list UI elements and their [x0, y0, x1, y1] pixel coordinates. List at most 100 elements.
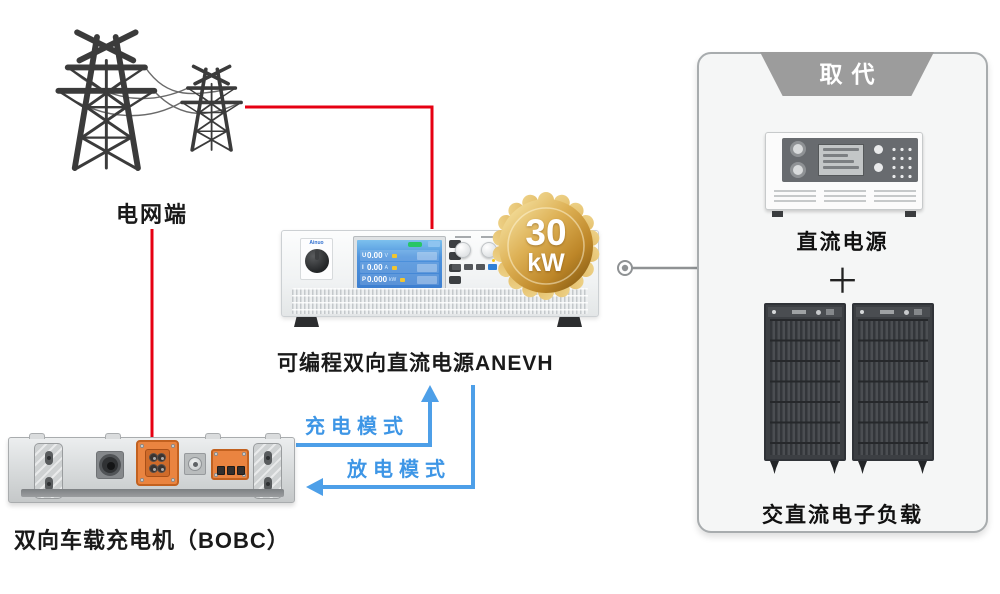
load-control-strip: [768, 307, 842, 317]
screw-icon: [171, 444, 175, 448]
lcd-value: 0.00: [367, 263, 383, 272]
dcps-foot: [772, 211, 783, 217]
tower-large: [58, 32, 154, 168]
bobc-mount-tab: [105, 433, 121, 439]
dcps-front-panel: [782, 138, 918, 182]
lcd-unit: V: [384, 252, 388, 259]
status-led: [408, 242, 422, 247]
bobc-mount-tab: [265, 433, 281, 439]
bobc-groove: [21, 489, 284, 497]
connector-pin: [157, 453, 166, 462]
psu-foot: [557, 317, 582, 327]
badge-value: 30: [525, 212, 567, 253]
bracket-slot: [264, 477, 272, 491]
bobc-device: [8, 433, 295, 503]
dcps-vent: [824, 190, 866, 204]
dcps-vent: [874, 190, 916, 204]
connector-node-dot: [621, 264, 629, 272]
lcd-icon: [400, 277, 406, 282]
control-button[interactable]: [464, 264, 473, 270]
connector-pin: [157, 464, 166, 473]
lcd-sym: U: [362, 252, 367, 259]
dcps-mini-knob: [874, 163, 883, 172]
function-button[interactable]: [449, 276, 461, 284]
bracket-slot: [45, 477, 53, 491]
ac-round-connector-plug: [99, 454, 121, 476]
control-button[interactable]: [476, 264, 485, 270]
psu-label: 可编程双向直流电源ANEVH: [277, 352, 554, 375]
dcps-foot: [905, 211, 916, 217]
grid-label: 电网端: [115, 202, 188, 227]
bobc-label: 双向车载充电机（BOBC）: [14, 528, 290, 553]
lcd-unit: kW: [389, 276, 397, 283]
dcps-mini-knob: [874, 145, 883, 154]
replace-panel: 取代 直流电源 ＋: [697, 52, 988, 533]
hv-dc-connector-face: [145, 449, 170, 477]
lcd-icon: [391, 253, 397, 258]
connector-pin: [227, 466, 235, 475]
lcd-value: 0.000: [367, 275, 388, 284]
connector-node-icon: [617, 260, 633, 276]
dc-power-supply-image: [765, 132, 923, 217]
dcps-keypad: [888, 143, 914, 178]
connector-pin: [237, 466, 245, 475]
load-foot: [918, 461, 927, 474]
function-button[interactable]: [449, 252, 461, 260]
discharge-arrow-left-icon: [306, 478, 323, 496]
psu-control-buttons: [452, 264, 497, 270]
load-label: 交直流电子负载: [762, 504, 923, 527]
control-button[interactable]: [452, 264, 461, 270]
screw-icon: [242, 452, 246, 456]
lcd-row-current: I 0.00 A: [360, 262, 439, 273]
load-vent-modules: [770, 319, 840, 455]
discharge-mode-label: 放电模式: [347, 459, 451, 481]
lcd-row-power: P 0.000 kW: [360, 274, 439, 285]
screw-icon: [214, 452, 218, 456]
dcps-vent: [774, 190, 816, 204]
tower-small: [180, 64, 243, 152]
lcd-softkey-label: [417, 263, 437, 272]
output-button[interactable]: [488, 264, 497, 270]
charge-arrow-up-icon: [421, 385, 439, 402]
dcps-knob: [790, 162, 806, 178]
voltage-knob[interactable]: [455, 242, 471, 258]
dcps-display: [818, 144, 864, 176]
badge-unit: kW: [527, 249, 565, 277]
load-foot: [830, 461, 839, 474]
screw-icon: [171, 478, 175, 482]
signal-connector-plug: [188, 457, 202, 471]
bracket-slot: [264, 451, 272, 465]
gold-seal-icon: [492, 192, 600, 300]
load-cabinet: [764, 303, 846, 461]
psu-lcd-screen: U 0.00 V I 0.00 A P 0.000 kW: [353, 236, 446, 292]
lcd-icon: [391, 265, 397, 270]
lcd-sym: P: [362, 276, 367, 283]
lcd-unit: A: [384, 264, 388, 271]
load-control-strip: [856, 307, 930, 317]
psu-lcd-header: [357, 240, 442, 249]
three-pin-connector: [211, 449, 249, 480]
load-foot: [770, 461, 779, 474]
lcd-value: 0.00: [367, 251, 383, 260]
bobc-mount-tab: [205, 433, 221, 439]
psu-rotary-switch[interactable]: [304, 249, 329, 273]
voltage-knob-label: [455, 236, 471, 238]
signal-connector: [184, 453, 206, 475]
psu-brand-logo: Ainuo: [309, 240, 324, 246]
lcd-softkey-label: [417, 251, 437, 260]
load-cabinet: [852, 303, 934, 461]
replace-banner: 取代: [760, 52, 934, 96]
dc-supply-label: 直流电源: [796, 231, 889, 254]
lcd-softkey-label: [417, 275, 437, 284]
psu-power-switch-module: Ainuo: [300, 238, 333, 280]
badge-text: 30 kW: [491, 191, 601, 301]
bracket-slot: [45, 451, 53, 465]
lcd-corner-box: [428, 241, 440, 247]
function-button[interactable]: [449, 240, 461, 248]
electronic-load-image: [764, 303, 934, 474]
screw-icon: [140, 478, 144, 482]
current-knob-label: [481, 236, 497, 238]
psu-foot: [294, 317, 319, 327]
screw-icon: [140, 444, 144, 448]
